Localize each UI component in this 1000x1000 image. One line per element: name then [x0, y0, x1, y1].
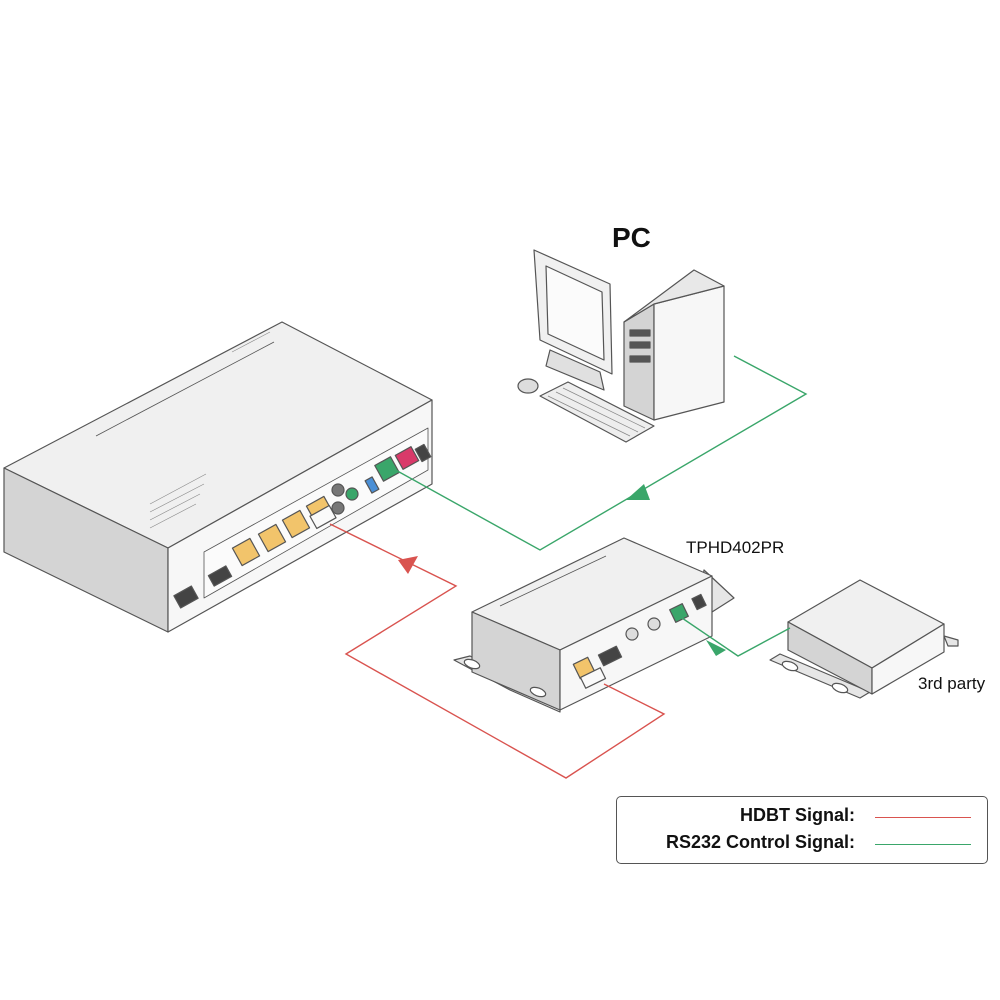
receiver-power-port — [691, 593, 707, 611]
pc-monitor-screen — [545, 265, 605, 361]
legend-swatch-rs232 — [875, 844, 971, 845]
pc-tower-top — [623, 269, 725, 323]
pc — [517, 249, 725, 443]
hdbt-arrow — [398, 556, 418, 574]
blue-button — [364, 476, 380, 494]
audio-jack-1 — [331, 483, 345, 497]
pc-monitor-stand — [545, 349, 605, 391]
power-port-main — [414, 443, 432, 463]
receiver-device — [453, 537, 735, 713]
third-party-front — [871, 623, 945, 695]
third-party-mount-ear-right — [943, 635, 959, 647]
legend: HDBT Signal: RS232 Control Signal: — [616, 796, 988, 864]
rs232-terminal-main — [374, 456, 400, 482]
audio-jack-2 — [331, 501, 345, 515]
ir-jack — [345, 487, 359, 501]
receiver-ir-out — [647, 617, 661, 631]
third-party-device — [769, 579, 959, 699]
legend-label-rs232: RS232 Control Signal: — [665, 832, 855, 852]
hdbt-signal-cable — [329, 523, 666, 779]
pc-drive-2 — [629, 341, 651, 349]
receiver-ir-in — [625, 627, 639, 641]
receiver-rs232-terminal — [669, 603, 689, 623]
receiver-label: TPHD402PR — [686, 538, 785, 557]
pc-label: PC — [612, 222, 651, 253]
third-party-label: 3rd party — [918, 674, 986, 693]
pc-mouse — [517, 378, 539, 394]
hdmi-port-main-2 — [207, 565, 233, 587]
rs232-arrow-to-third-party — [706, 640, 726, 656]
dip-switch — [394, 446, 420, 470]
hdbt-port-1 — [231, 537, 261, 567]
legend-item-rs232: RS232 Control Signal: — [617, 832, 987, 858]
rs232-arrow-to-main — [626, 484, 650, 500]
hdbt-port-3 — [281, 509, 311, 539]
hdbt-port-2 — [257, 523, 287, 553]
receiver-hdmi-port — [597, 645, 623, 667]
main-device — [3, 321, 433, 633]
hdmi-port-main — [173, 585, 199, 609]
rs232-signal-cable — [391, 355, 808, 657]
pc-drive-3 — [629, 355, 651, 363]
receiver-hdbt-plug — [579, 667, 607, 689]
pc-tower-front — [653, 285, 725, 421]
legend-label-hdbt: HDBT Signal: — [740, 805, 855, 825]
pc-drive-1 — [629, 329, 651, 337]
legend-swatch-hdbt — [875, 817, 971, 818]
pc-keyboard-keys — [547, 387, 646, 437]
main-device-top-text-marks — [149, 331, 271, 529]
legend-item-hdbt: HDBT Signal: — [617, 805, 987, 831]
